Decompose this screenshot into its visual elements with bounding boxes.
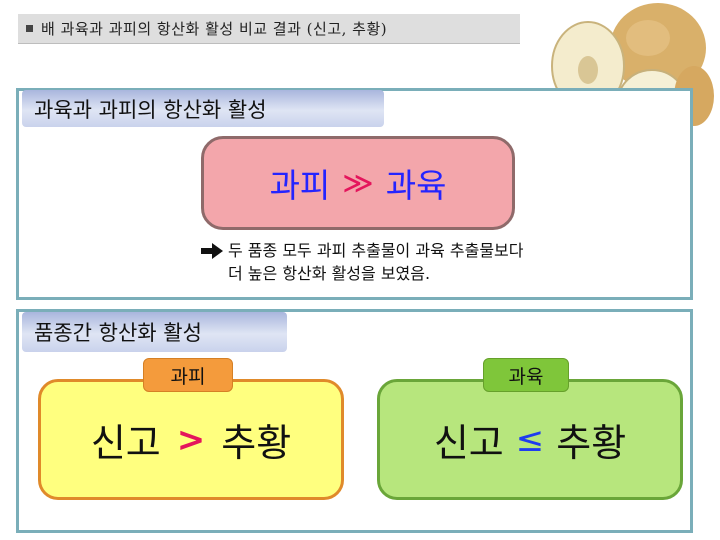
section1-heading: 과육과 과피의 항산화 활성	[22, 90, 384, 127]
much-greater-symbol: ≫	[342, 166, 373, 201]
peel-left-variety: 신고	[91, 412, 161, 467]
flesh-left-variety: 신고	[434, 412, 504, 467]
square-bullet-icon	[26, 25, 33, 32]
section2-heading: 품종간 항산화 활성	[22, 312, 287, 352]
flesh-variety-box: 신고 ≤ 추황	[377, 379, 683, 500]
comparison-right: 과육	[386, 159, 447, 207]
note-line-2: 더 높은 항산화 활성을 보였음.	[228, 262, 688, 285]
flesh-right-variety: 추황	[556, 412, 626, 467]
peel-variety-box: 신고 > 추황	[38, 379, 344, 500]
slide-title-bar: 배 과육과 과피의 항산화 활성 비교 결과 (신고, 추황)	[18, 14, 520, 44]
peel-tag: 과피	[143, 358, 233, 392]
less-or-equal-symbol: ≤	[516, 420, 545, 460]
note-line-1: 두 품종 모두 과피 추출물이 과육 추출물보다	[228, 239, 688, 262]
arrow-right-icon	[201, 243, 223, 259]
conclusion-note: 두 품종 모두 과피 추출물이 과육 추출물보다 더 높은 항산화 활성을 보였…	[228, 239, 688, 285]
slide-title: 배 과육과 과피의 항산화 활성 비교 결과 (신고, 추황)	[41, 18, 387, 39]
peel-right-variety: 추황	[221, 412, 291, 467]
peel-vs-flesh-comparison: 과피 ≫ 과육	[201, 136, 515, 230]
greater-than-symbol: >	[177, 420, 206, 460]
comparison-left: 과피	[270, 159, 331, 207]
flesh-tag: 과육	[483, 358, 569, 392]
